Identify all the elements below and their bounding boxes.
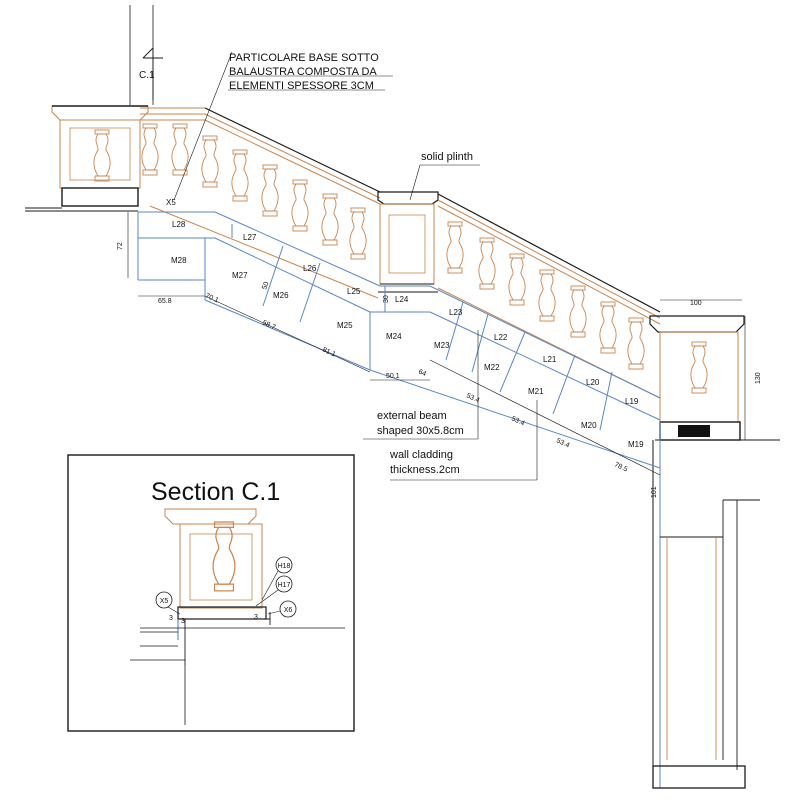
dim-53-4-b: 53.4 bbox=[510, 415, 525, 427]
piece-l19: L19 bbox=[625, 397, 639, 406]
section-h17: H17 bbox=[278, 582, 291, 589]
piece-m28: M28 bbox=[171, 256, 187, 265]
note-cladding-line1: wall cladding bbox=[389, 449, 453, 461]
dim-130: 130 bbox=[755, 372, 762, 384]
section-c1-panel: Section C.1 X5 H18 H17 X6 3 bbox=[67, 454, 355, 732]
dim-78-5: 78.5 bbox=[613, 461, 628, 473]
section-marker-label: C.1 bbox=[139, 70, 155, 81]
piece-m23: M23 bbox=[434, 341, 450, 350]
section-h18: H18 bbox=[278, 563, 291, 570]
left-pedestal bbox=[51, 105, 149, 207]
piece-m26: M26 bbox=[273, 291, 289, 300]
dim-72: 72 bbox=[117, 242, 124, 250]
right-pedestal bbox=[649, 315, 780, 441]
balusters-lower bbox=[446, 221, 645, 370]
dim-65-8: 65.8 bbox=[158, 298, 172, 305]
piece-l25: L25 bbox=[347, 287, 361, 296]
dim-53-4-c: 53.4 bbox=[555, 437, 570, 449]
piece-l21: L21 bbox=[543, 355, 557, 364]
note-cladding-line2: thickness.2cm bbox=[390, 464, 460, 476]
piece-m20: M20 bbox=[581, 421, 597, 430]
dim-70-1: 70.1 bbox=[204, 292, 219, 304]
section-dim-c: 3 bbox=[254, 614, 258, 621]
piece-l23: L23 bbox=[449, 308, 463, 317]
note-beam-line2: shaped 30x5.8cm bbox=[377, 425, 464, 437]
solid-plinth bbox=[377, 191, 439, 293]
piece-m19: M19 bbox=[628, 440, 644, 449]
dim-58-7: 58.7 bbox=[261, 319, 276, 331]
dim-100: 100 bbox=[690, 300, 702, 307]
handrail-upper-run bbox=[149, 107, 381, 299]
dim-101: 101 bbox=[651, 486, 658, 498]
piece-m25: M25 bbox=[337, 321, 353, 330]
dim-50: 50 bbox=[261, 281, 270, 291]
section-x5: X5 bbox=[160, 598, 169, 605]
piece-l27: L27 bbox=[243, 233, 257, 242]
dim-64: 64 bbox=[417, 368, 427, 378]
piece-x5: X5 bbox=[166, 198, 176, 207]
stringer-cladding bbox=[137, 211, 661, 470]
piece-l20: L20 bbox=[586, 378, 600, 387]
section-marker-c1: C.1 bbox=[139, 47, 163, 100]
piece-m27: M27 bbox=[232, 271, 248, 280]
handrail-lower-run bbox=[437, 193, 661, 399]
dim-30: 30 bbox=[383, 295, 390, 303]
piece-m22: M22 bbox=[484, 363, 500, 372]
upper-handrail bbox=[140, 107, 205, 121]
note-italian-line1: PARTICOLARE BASE SOTTO bbox=[229, 52, 379, 64]
dim-81-1: 81.1 bbox=[321, 346, 336, 358]
dim-53-4-a: 53.4 bbox=[465, 392, 480, 404]
section-dim-a: 3 bbox=[169, 615, 173, 622]
piece-l28: L28 bbox=[172, 220, 186, 229]
dimension-lines bbox=[127, 51, 746, 481]
section-title: Section C.1 bbox=[151, 478, 280, 506]
note-italian-line3: ELEMENTI SPESSORE 3CM bbox=[229, 80, 374, 92]
note-solid-plinth: solid plinth bbox=[421, 151, 473, 163]
dim-50-1: 50.1 bbox=[386, 373, 400, 380]
piece-l26: L26 bbox=[303, 264, 317, 273]
right-pedestal-baluster-icon bbox=[690, 341, 708, 394]
section-x6: X6 bbox=[284, 607, 293, 614]
section-dim-b: 3 bbox=[181, 618, 185, 625]
piece-l24: L24 bbox=[395, 295, 409, 304]
piece-m24: M24 bbox=[386, 332, 402, 341]
piece-l22: L22 bbox=[494, 333, 508, 342]
lower-wall bbox=[652, 440, 760, 789]
note-beam-line1: external beam bbox=[377, 410, 447, 422]
piece-m21: M21 bbox=[528, 387, 544, 396]
left-pedestal-baluster-icon bbox=[93, 129, 111, 182]
note-italian-line2: BALAUSTRA COMPOSTA DA bbox=[229, 66, 377, 78]
